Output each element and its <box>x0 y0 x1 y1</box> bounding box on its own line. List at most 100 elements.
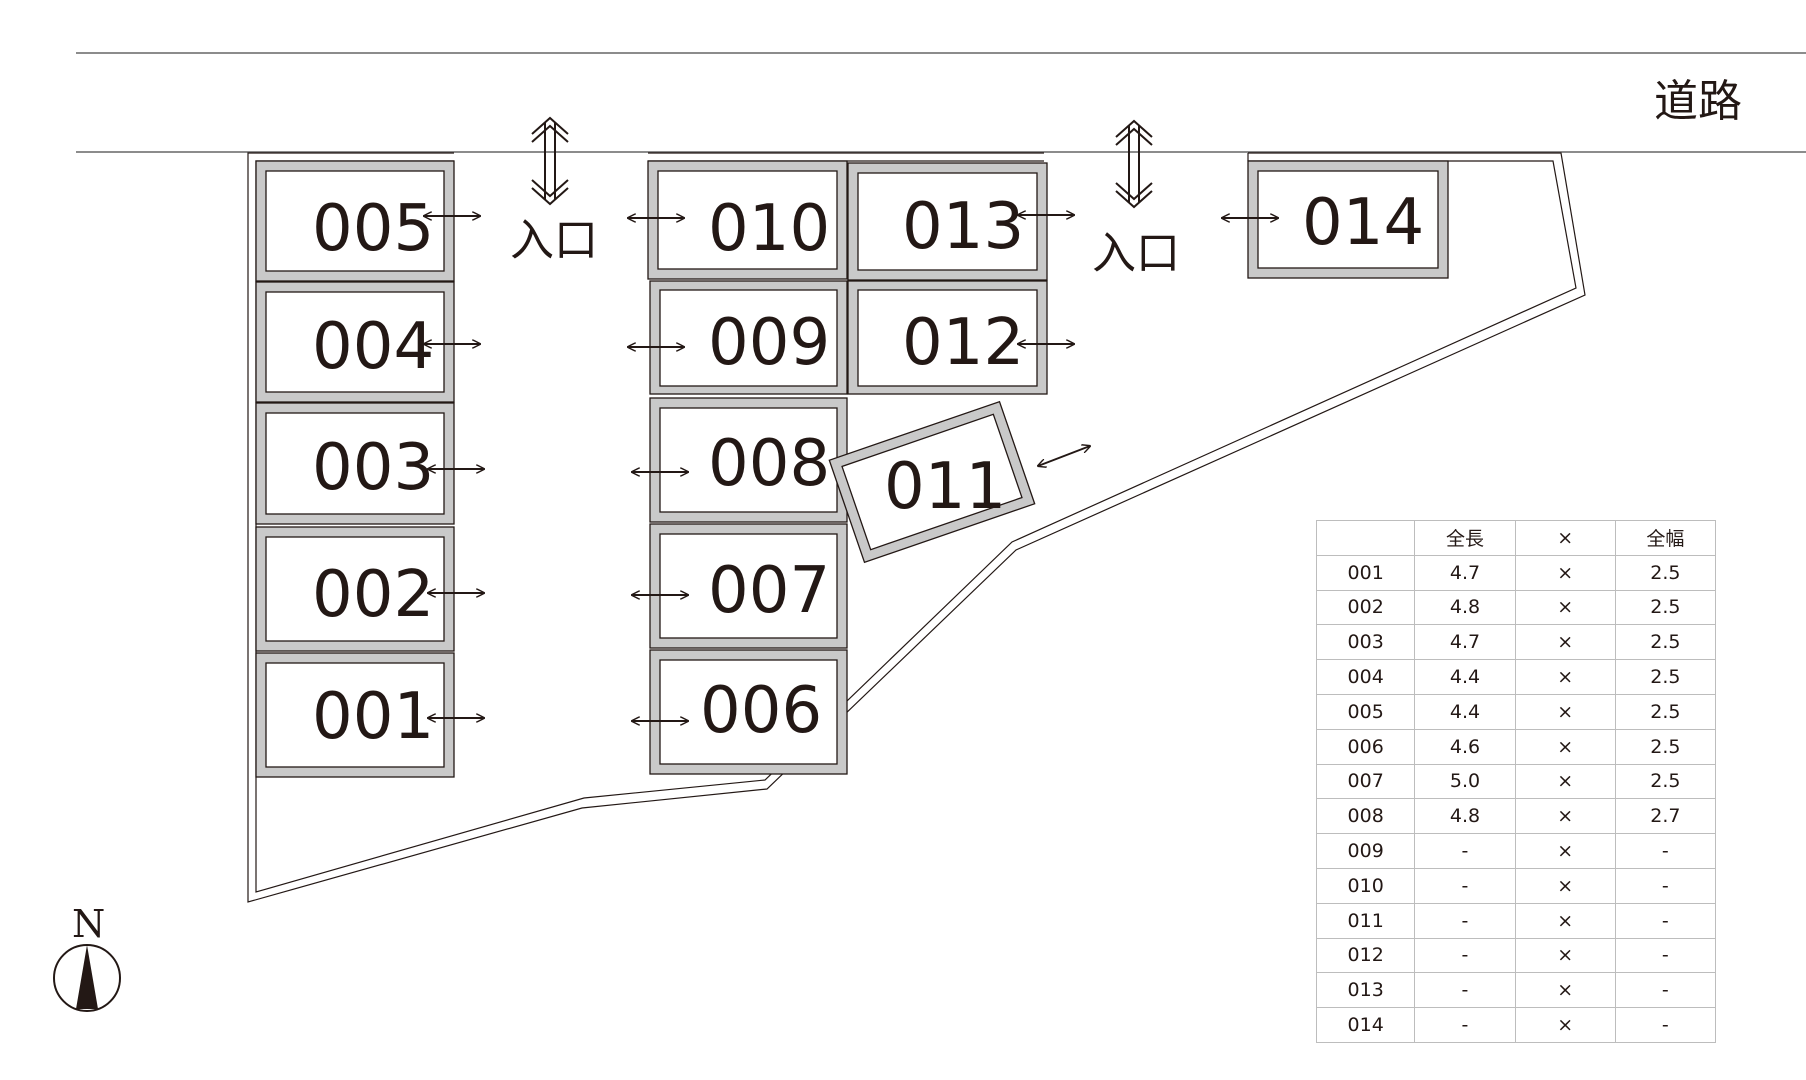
table-cell: - <box>1614 867 1717 904</box>
table-cell: - <box>1414 833 1516 869</box>
table-cell: × <box>1514 693 1616 730</box>
table-cell: 001 <box>1315 554 1416 591</box>
table-cell: 4.8 <box>1414 589 1516 626</box>
table-cell: × <box>1514 728 1616 765</box>
lot-005[interactable]: 005 <box>255 160 455 282</box>
table-cell: - <box>1414 902 1516 939</box>
lot-label: 011 <box>884 450 1006 524</box>
table-cell: 014 <box>1315 1007 1416 1043</box>
table-cell: 003 <box>1315 624 1416 661</box>
table-cell: 009 <box>1315 833 1416 869</box>
access-arrows <box>424 215 1278 721</box>
lot-label: 013 <box>902 190 1024 264</box>
table-cell: × <box>1514 902 1616 939</box>
table-cell: × <box>1514 833 1616 869</box>
lot-label: 006 <box>700 674 822 748</box>
arrow-011 <box>1038 446 1090 466</box>
lot-010[interactable]: 010 <box>647 160 848 280</box>
table-cell: × <box>1514 624 1616 661</box>
lot-009[interactable]: 009 <box>649 280 848 395</box>
lot-label: 008 <box>708 427 830 501</box>
entrance-1-arrow <box>531 116 569 206</box>
table-cell: 2.5 <box>1614 589 1717 626</box>
table-cell: 4.7 <box>1414 624 1516 661</box>
lot-label: 007 <box>708 554 830 628</box>
table-cell: 4.8 <box>1414 798 1516 835</box>
lot-002[interactable]: 002 <box>255 526 455 652</box>
compass-needle-icon <box>76 945 98 1009</box>
lot-003[interactable]: 003 <box>255 402 455 525</box>
table-cell: 010 <box>1315 867 1416 904</box>
lot-001[interactable]: 001 <box>255 652 455 778</box>
table-cell: 008 <box>1315 798 1416 835</box>
table-cell: - <box>1414 1007 1516 1043</box>
north-label: N <box>72 902 105 946</box>
lot-006[interactable]: 006 <box>649 649 848 775</box>
table-cell: 005 <box>1315 693 1416 730</box>
table-header: × <box>1514 520 1616 556</box>
table-cell: - <box>1414 867 1516 904</box>
road-label: 道路 <box>1654 76 1742 127</box>
lot-label: 014 <box>1302 186 1424 260</box>
table-cell: × <box>1514 589 1616 626</box>
table-row: 013-×- <box>1315 972 1717 1009</box>
table-cell: - <box>1614 972 1717 1009</box>
table-cell: × <box>1514 937 1616 974</box>
table-cell: 5.0 <box>1414 763 1516 800</box>
table-cell: 002 <box>1315 589 1416 626</box>
lot-label: 001 <box>312 680 434 754</box>
table-header-row: 全長 × 全幅 <box>1315 520 1717 556</box>
table-cell: 2.7 <box>1614 798 1717 835</box>
table-cell: × <box>1514 867 1616 904</box>
table-row: 014-×- <box>1315 1007 1717 1043</box>
north-compass: N <box>53 902 121 1012</box>
lot-014[interactable]: 014 <box>1247 160 1449 279</box>
parking-lots: 005 004 003 002 001 010 <box>255 160 1449 778</box>
table-cell: 013 <box>1315 972 1416 1009</box>
entrance-1: 入口 <box>510 116 598 266</box>
lot-012[interactable]: 012 <box>847 280 1048 395</box>
table-row: 012-×- <box>1315 937 1717 974</box>
table-cell: × <box>1514 1007 1616 1043</box>
lot-011[interactable]: 011 <box>828 400 1038 572</box>
lot-007[interactable]: 007 <box>649 523 848 649</box>
table-cell: 2.5 <box>1614 624 1717 661</box>
table-row: 009-×- <box>1315 833 1717 869</box>
table-cell: 2.5 <box>1614 659 1717 695</box>
table-cell: × <box>1514 554 1616 591</box>
table-cell: × <box>1514 972 1616 1009</box>
table-cell: × <box>1514 798 1616 835</box>
lot-013[interactable]: 013 <box>847 162 1048 281</box>
table-row: 011-×- <box>1315 902 1717 939</box>
lot-label: 002 <box>312 558 434 632</box>
entrance-label: 入口 <box>1092 228 1180 279</box>
table-cell: 4.7 <box>1414 554 1516 591</box>
table-cell: - <box>1614 1007 1717 1043</box>
table-cell: 011 <box>1315 902 1416 939</box>
lot-label: 004 <box>312 310 434 384</box>
table-cell: - <box>1614 833 1717 869</box>
boundary-outer-left <box>247 152 1586 903</box>
table-header <box>1315 520 1416 556</box>
lot-label: 009 <box>708 306 830 380</box>
table-cell: × <box>1514 659 1616 695</box>
table-cell: 4.6 <box>1414 728 1516 765</box>
table-cell: 006 <box>1315 728 1416 765</box>
lot-004[interactable]: 004 <box>255 281 455 403</box>
table-cell: - <box>1414 937 1516 974</box>
lot-008[interactable]: 008 <box>649 397 848 523</box>
table-cell: - <box>1614 902 1717 939</box>
table-row: 010-×- <box>1315 867 1717 904</box>
table-cell: 007 <box>1315 763 1416 800</box>
table-header: 全幅 <box>1614 520 1717 556</box>
